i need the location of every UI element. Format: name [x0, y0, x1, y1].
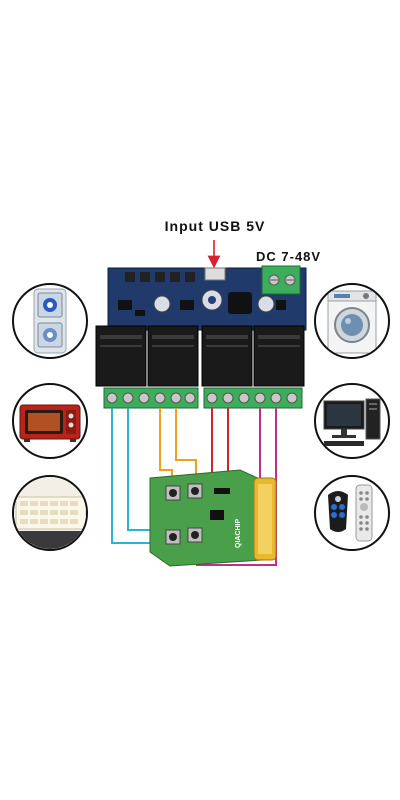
relays — [95, 325, 305, 387]
usb-port — [204, 267, 226, 281]
washing-machine-icon — [327, 290, 377, 354]
wire-orange-1 — [159, 408, 173, 482]
wire-blue-2 — [127, 408, 160, 531]
remote-controls-circle — [314, 475, 390, 551]
microwave-circle — [12, 383, 88, 459]
wall-switch-icon — [33, 288, 67, 354]
inductor — [228, 292, 252, 314]
computer-icon — [323, 398, 381, 446]
output-terminal-left — [103, 387, 199, 409]
board-buttons — [125, 272, 195, 282]
computer-circle — [314, 383, 390, 459]
relay-board — [107, 265, 307, 331]
dc-terminal-block — [261, 265, 301, 295]
wire-blue-1 — [111, 408, 158, 544]
remote-controls-icon — [328, 484, 373, 542]
remote-brand-label: QIACHIP — [235, 519, 242, 549]
led-panel-circle — [12, 475, 88, 551]
led-panel-icon — [14, 477, 86, 549]
microwave-oven-icon — [19, 404, 81, 442]
receiver-buttons — [165, 483, 203, 545]
wall-switch-circle — [12, 283, 88, 359]
remote-receiver-board — [149, 469, 277, 567]
dc-input-label: DC 7-48V — [256, 249, 322, 264]
output-terminal-right — [203, 387, 303, 409]
input-usb-label: Input USB 5V — [164, 218, 266, 234]
capacitor — [257, 295, 275, 313]
capacitor — [153, 295, 171, 313]
wire-orange-2 — [175, 408, 197, 482]
wire-magenta-2 — [196, 408, 277, 566]
washing-machine-circle — [314, 283, 390, 359]
